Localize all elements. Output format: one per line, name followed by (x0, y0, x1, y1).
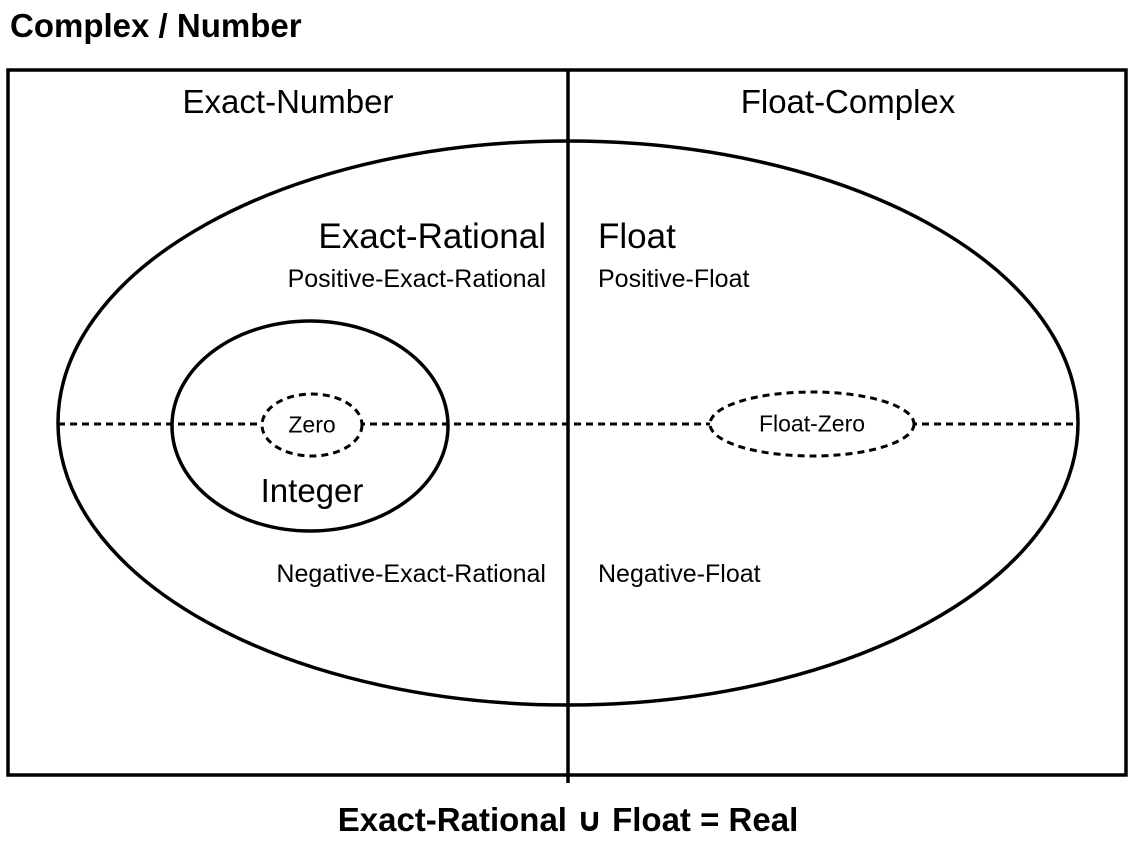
integer-ellipse (170, 319, 450, 533)
union-caption: Exact-Rational ∪ Float = Real (337, 801, 799, 838)
zero-label: Zero (288, 411, 336, 438)
negative-exact-rational-label: Negative-Exact-Rational (276, 560, 546, 588)
positive-float-label: Positive-Float (598, 265, 750, 293)
float-label: Float (598, 217, 676, 256)
float-complex-header: Float-Complex (740, 83, 956, 120)
float-zero-dashed-ellipse (708, 390, 916, 458)
zero-dashed-ellipse (260, 392, 364, 458)
exact-rational-label: Exact-Rational (318, 217, 546, 256)
negative-float-label: Negative-Float (598, 560, 761, 588)
diagram-title: Complex / Number (10, 7, 302, 44)
positive-exact-rational-label: Positive-Exact-Rational (287, 265, 546, 293)
exact-number-header: Exact-Number (182, 83, 394, 120)
integer-label: Integer (260, 472, 364, 509)
float-zero-label: Float-Zero (758, 410, 866, 437)
